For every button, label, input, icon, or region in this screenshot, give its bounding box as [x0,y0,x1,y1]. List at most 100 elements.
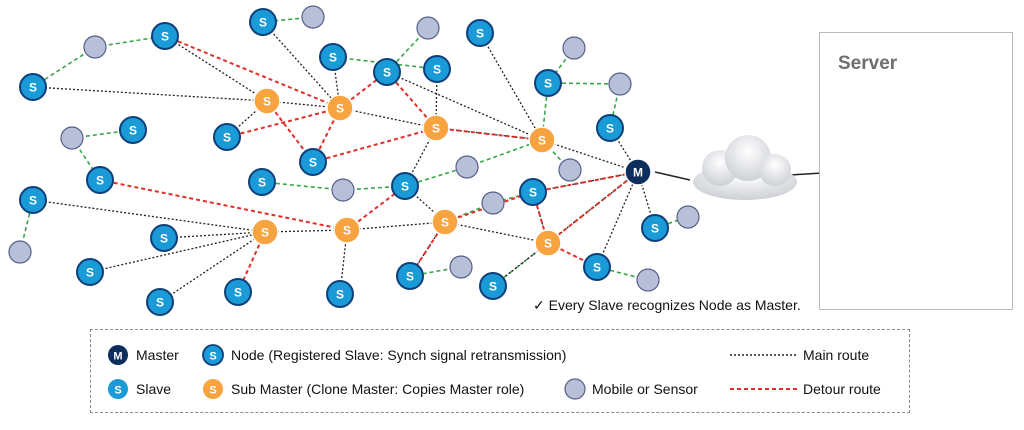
legend-detour-route-label: Detour route [803,381,881,397]
node-node-letter: S [544,77,552,91]
legend-mobile-label: Mobile or Sensor [592,381,698,397]
main-route-line [444,221,549,244]
node-node-letter: S [606,122,614,136]
mobile-node [558,158,582,182]
node-node: S [76,258,104,286]
detour-route-line [532,171,639,193]
node-node: S [151,22,179,50]
node-node: S [119,116,147,144]
main-route-line [386,71,543,141]
node-node-letter: S [651,222,659,236]
node-node-letter: S [433,63,441,77]
server-box [819,32,1013,310]
submaster-node-letter: S [538,134,546,148]
node-node-letter: S [156,296,164,310]
detour-route-line [346,185,406,231]
node-node: S [583,253,611,281]
submaster-node: S [253,87,281,115]
node-node: S [150,224,178,252]
detour-route-line [312,127,437,163]
main-route-line [479,32,543,141]
node-node-letter: S [309,156,317,170]
legend-box [90,329,910,413]
main-route-line [163,231,266,239]
node-node-letter: S [160,232,168,246]
submaster-node-letter: S [544,237,552,251]
main-route-line [32,86,268,102]
legend-master-label: Master [136,347,179,363]
cloud-icon [654,135,839,200]
main-route-line [164,35,268,102]
svg-text:M: M [113,351,122,363]
main-route-line [339,107,437,129]
mobile-link-line [547,82,621,85]
main-route-line [159,231,266,303]
main-route-line [596,171,639,268]
legend-submaster-label: Sub Master (Clone Master: Copies Master … [231,381,525,397]
mobile-node [608,72,632,96]
legend-slave-label: Slave [136,381,172,397]
node-node: S [19,186,47,214]
node-node-letter: S [234,286,242,300]
mobile-node [455,155,479,179]
node-node: S [641,214,669,242]
node-node: S [423,55,451,83]
detour-route-line [99,179,348,231]
svg-text:S: S [114,385,121,397]
detour-route-line [547,171,639,244]
mobile-node [83,35,107,59]
mobile-node [481,191,505,215]
legend-mobile-icon [564,378,586,400]
node-node-letter: S [593,261,601,275]
main-route-line [262,21,341,109]
mobile-node [60,126,84,150]
node-node: S [373,58,401,86]
node-node-letter: S [129,124,137,138]
legend-master-icon: M [108,345,128,365]
submaster-node: S [422,114,450,142]
legend-node-label: Node (Registered Slave: Synch signal ret… [231,347,567,363]
node-node-letter: S [259,16,267,30]
legend-node-icon: S [202,344,224,366]
mobile-node [416,16,440,40]
node-node: S [396,262,424,290]
main-route-line [541,139,639,173]
node-node: S [146,288,174,316]
node-node: S [326,280,354,308]
node-node: S [19,73,47,101]
detour-route-line [435,127,543,141]
node-node-letter: S [529,186,537,200]
node-node-letter: S [29,194,37,208]
node-node: S [391,172,419,200]
submaster-node: S [534,229,562,257]
mobile-node [636,268,660,292]
node-node-letter: S [329,51,337,65]
server-title: Server [838,53,898,74]
node-node-letter: S [476,27,484,41]
master-node: M [624,158,652,186]
node-node-letter: S [383,66,391,80]
master-node-letter: M [633,166,643,180]
legend-slave-icon: S [108,379,128,399]
node-node: S [248,168,276,196]
node-node-letter: S [336,288,344,302]
node-node: S [596,114,624,142]
main-route-line [346,221,446,231]
main-route-line [404,127,437,187]
node-node: S [319,43,347,71]
legend-submaster-icon: S [203,379,223,399]
node-node: S [86,166,114,194]
node-node: S [213,123,241,151]
node-node: S [479,272,507,300]
detour-route-line [444,191,534,223]
submaster-node: S [326,94,354,122]
legend-icons: M S S S [108,344,797,400]
detour-route-line [386,71,437,129]
submaster-node: S [251,218,279,246]
main-route-line [89,231,266,273]
mobile-node [449,255,473,279]
submaster-node-letter: S [263,95,271,109]
mobile-node [676,205,700,229]
node-node-letter: S [96,174,104,188]
